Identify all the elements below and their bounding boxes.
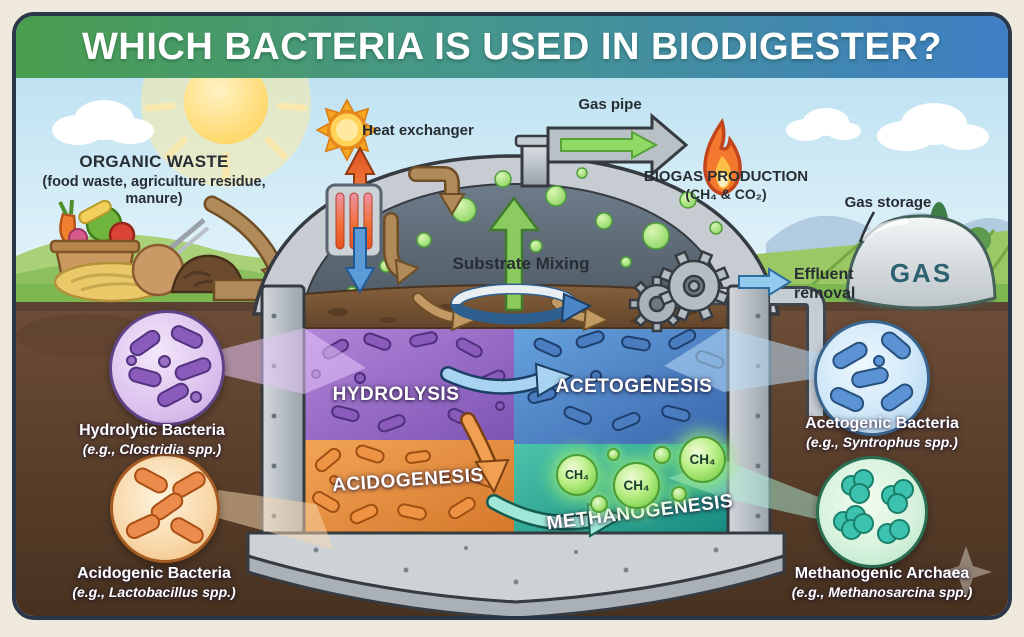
page-title: WHICH BACTERIA IS USED IN BIODIGESTER? <box>82 25 942 68</box>
heat-down-arrow <box>344 227 376 294</box>
hydrolytic-bacteria-circle <box>109 310 225 426</box>
heat-exchanger-group <box>315 98 383 294</box>
biogas-production-label: BIOGAS PRODUCTION <box>643 168 809 185</box>
heat-sun-icon <box>315 98 379 162</box>
substrate-mixing-label: Substrate Mixing <box>452 254 590 273</box>
banana-icon <box>78 199 112 225</box>
infographic-panel: WHICH BACTERIA IS USED IN BIODIGESTER? <box>12 12 1012 620</box>
biogas-production-sub: (CH₄ & CO₂) <box>685 186 767 202</box>
gear-icon-large <box>658 250 730 322</box>
methanogenic-archaea-circle <box>816 456 928 568</box>
acetogenic-bacteria-circle <box>814 320 930 436</box>
methanogenic-archaea-example: (e.g., Methanosarcina spp.) <box>791 584 973 600</box>
ch4-bubble: CH₄ <box>679 436 726 483</box>
gas-satellite-bubble <box>671 486 687 502</box>
cloud-icon-right <box>877 103 989 151</box>
acidogenic-bacteria-circle <box>110 453 220 563</box>
organic-waste-illustration <box>49 199 246 303</box>
effluent-removal-label: Effluent removal <box>794 266 856 302</box>
sun-icon <box>144 78 308 182</box>
diagram-scene: ORGANIC WASTE (food waste, agriculture r… <box>16 78 1008 616</box>
substrate-mixer <box>450 195 593 325</box>
gas-pipe-label: Gas pipe <box>578 96 642 113</box>
organic-waste-subtitle: (food waste, agriculture residue, manure… <box>42 174 266 208</box>
ch4-text: CH₄ <box>689 452 716 467</box>
methanogenic-archaea-name: Methanogenic Archaea <box>794 565 970 582</box>
acidogenic-bacteria-name: Acidogenic Bacteria <box>77 565 231 582</box>
stage-arrow-hydrolysis-acetogenesis <box>440 362 575 398</box>
ch4-text: CH₄ <box>564 468 589 482</box>
stage-label-acetogenesis: ACETOGENESIS <box>555 376 713 397</box>
hydrolytic-bacteria-name: Hydrolytic Bacteria <box>79 422 225 439</box>
hydrolytic-bacteria-example: (e.g., Clostridia spp.) <box>82 441 222 457</box>
gas-pipe-group <box>514 112 689 188</box>
sparkle-icon <box>940 546 992 598</box>
stage-label-hydrolysis: HYDROLYSIS <box>332 384 460 405</box>
ch4-bubble: CH₄ <box>556 454 598 496</box>
stage-arrow-hydrolysis-acidogenesis <box>460 412 510 495</box>
acidogenesis-bacteria-rods <box>312 444 497 525</box>
gas-satellite-bubble <box>653 446 671 464</box>
heat-exchanger-label: Heat exchanger <box>362 122 474 139</box>
gas-satellite-bubble <box>590 495 608 513</box>
acidogenic-bacteria-example: (e.g., Lactobacillus spp.) <box>72 584 236 600</box>
gas-storage-dome <box>845 211 997 312</box>
cloud-icon-mid <box>786 108 861 141</box>
gas-satellite-bubble <box>607 448 620 461</box>
acetogenic-bacteria-example: (e.g., Syntrophus spp.) <box>806 434 958 450</box>
acetogenic-bacteria-name: Acetogenic Bacteria <box>805 415 959 432</box>
gas-flow-arrow <box>560 130 659 160</box>
organic-waste-title: ORGANIC WASTE <box>79 152 229 171</box>
effluent-arrow <box>738 267 792 297</box>
ch4-text: CH₄ <box>623 478 650 493</box>
title-banner: WHICH BACTERIA IS USED IN BIODIGESTER? <box>16 16 1008 78</box>
ch4-bubble: CH₄ <box>613 462 660 509</box>
tank-base <box>246 531 786 616</box>
cloud-icon-left <box>52 100 154 145</box>
gas-tank-text: GAS <box>889 258 953 288</box>
flame-icon <box>703 117 742 196</box>
dome-feed-arrows <box>383 166 466 286</box>
gas-storage-label: Gas storage <box>844 194 932 211</box>
effluent-pipe <box>738 267 826 416</box>
